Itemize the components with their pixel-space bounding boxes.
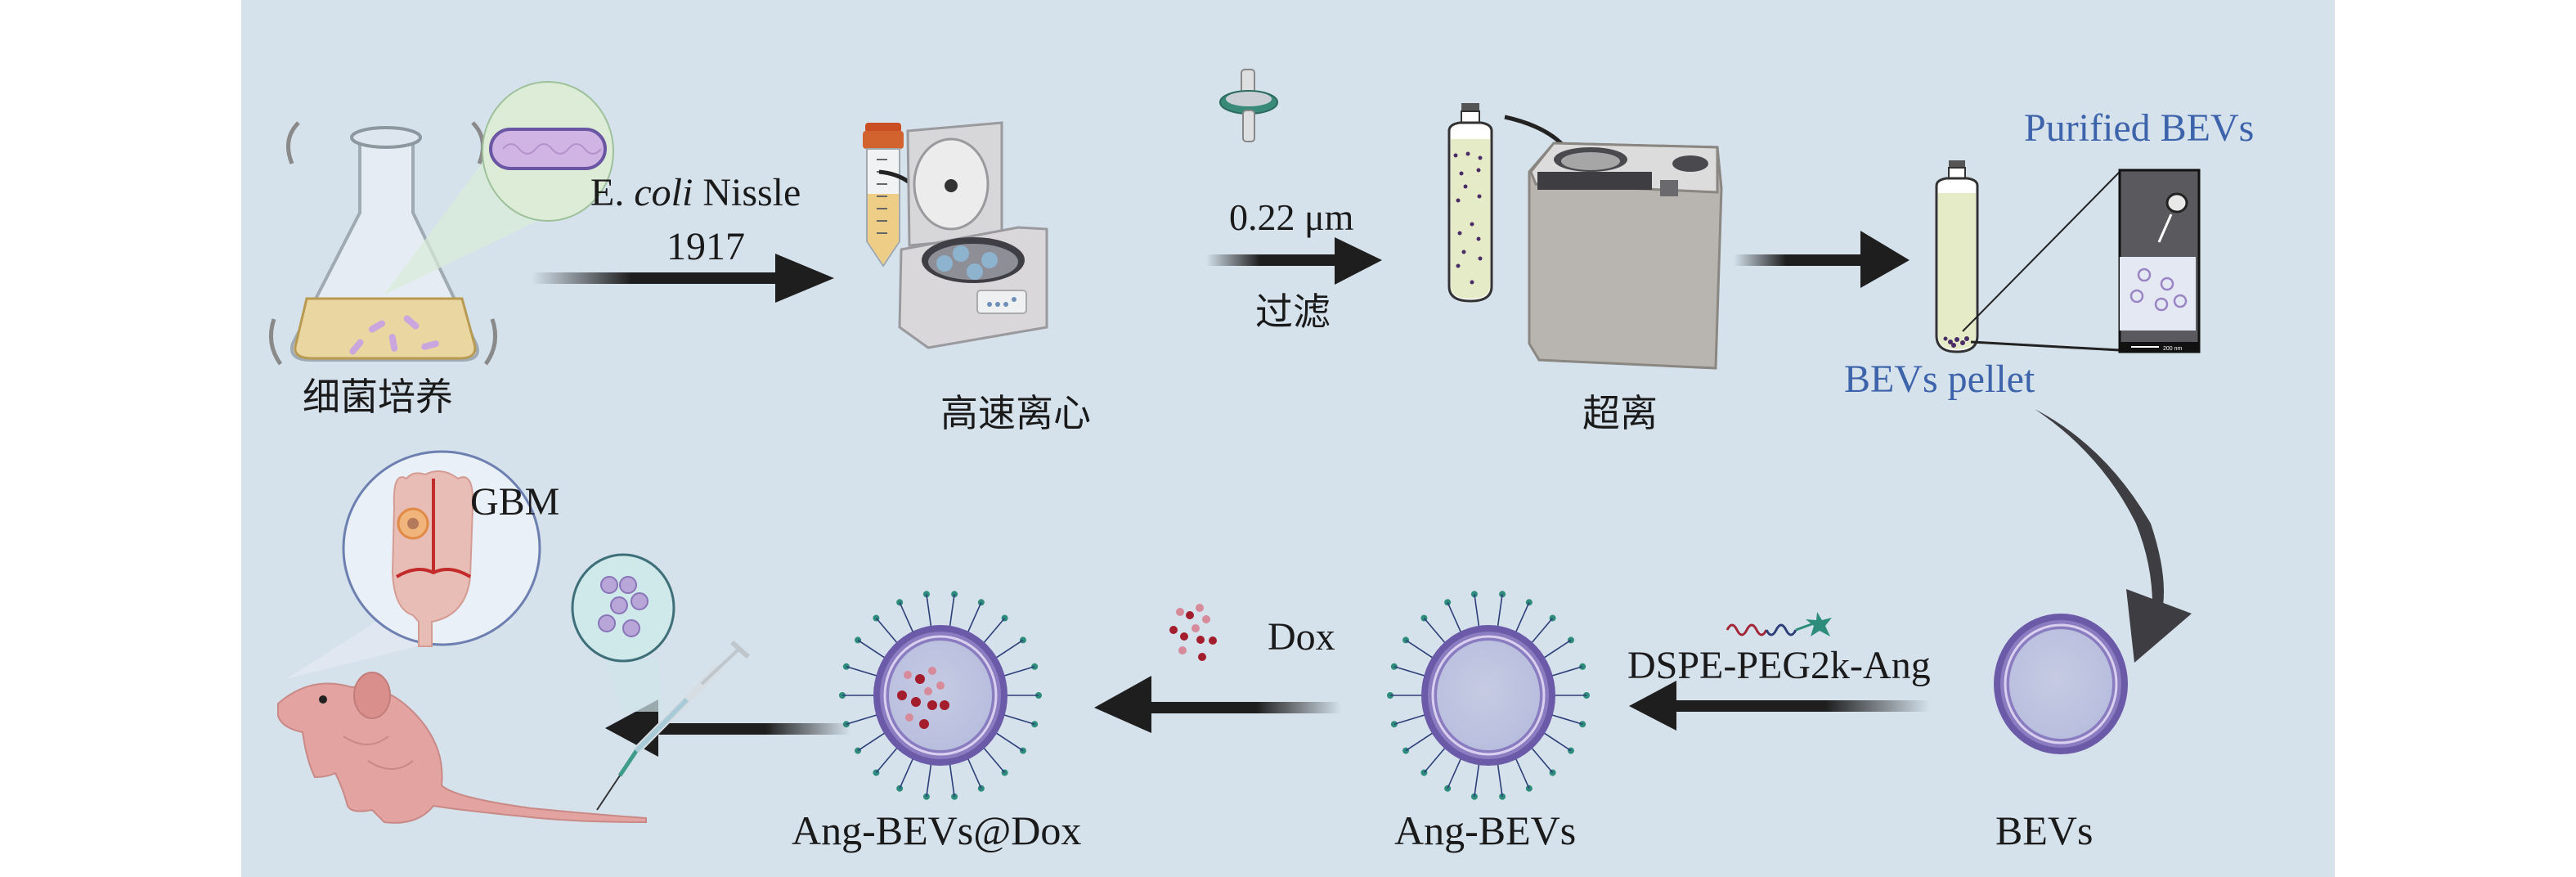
strain-suffix: Nissle — [693, 171, 801, 214]
nude-mouse-icon — [277, 672, 647, 824]
dox-molecules-icon — [1169, 604, 1217, 661]
label-bacterial-culture: 细菌培养 — [303, 375, 453, 419]
label-ang-bevs: Ang-BEVs — [1394, 807, 1577, 853]
arrow-filtration — [1206, 237, 1382, 285]
label-strain-number: 1917 — [666, 225, 745, 268]
peg-chain — [967, 758, 982, 789]
ang-bevs-dox-vesicle-icon — [839, 591, 1042, 800]
peg-chain — [1003, 666, 1035, 677]
peg-chain — [1003, 713, 1035, 725]
peg-chain — [1551, 713, 1583, 725]
peg-chain — [967, 601, 982, 633]
peg-chain — [1405, 639, 1434, 659]
peg-chain — [846, 713, 878, 725]
syringe-filter-icon — [1219, 69, 1278, 142]
strain-species-italic: coli — [634, 171, 693, 214]
peg-chain — [994, 731, 1024, 752]
label-ultracentrifugation: 超离 — [1582, 391, 1658, 435]
peg-chain — [846, 666, 878, 677]
peg-chain — [1423, 618, 1447, 645]
bacterium-zoom-icon — [384, 81, 614, 295]
label-dspe-peg2k-ang: DSPE-PEG2k-Ang — [1627, 644, 1931, 687]
bevs-vesicle-icon — [1994, 614, 2128, 754]
syringe-icon — [596, 640, 751, 811]
inset-zoom-line-bottom — [1970, 340, 2120, 352]
peg-chain — [899, 601, 914, 633]
peg-chain — [1497, 594, 1503, 627]
label-high-speed-centrifugation: 高速离心 — [940, 391, 1091, 435]
peg-chain — [994, 639, 1024, 659]
peg-chain — [1497, 763, 1503, 797]
peg-chain — [1542, 639, 1572, 659]
ultracentrifuge-tube-icon — [1447, 103, 1493, 303]
peg-chain — [1530, 746, 1554, 773]
arrow-modification — [1629, 681, 1930, 731]
peg-chain — [949, 763, 955, 797]
arrow-ultracentrifugation — [1734, 231, 1910, 288]
peg-chain — [875, 618, 899, 645]
peg-chain — [949, 594, 955, 627]
label-bevs: BEVs — [1995, 807, 2094, 853]
label-filter-pore-size: 0.22 μm — [1229, 196, 1354, 238]
label-bevs-pellet: BEVs pellet — [1844, 358, 2035, 401]
ultracentrifuge-icon — [1528, 142, 1723, 370]
brain-tumor-zoom-icon — [286, 450, 541, 679]
peg-chain — [1405, 731, 1434, 752]
inset-zoom-line-top — [1962, 171, 2120, 332]
peg-chain — [1530, 618, 1554, 645]
peg-chain — [1393, 666, 1426, 677]
label-dox: Dox — [1268, 615, 1335, 659]
peg-chain — [982, 746, 1006, 773]
peg-chain — [1474, 594, 1480, 627]
injected-vesicles-zoom-icon — [571, 553, 675, 712]
label-filtration: 过滤 — [1255, 290, 1331, 334]
shaking-flask-icon — [268, 121, 498, 366]
peg-chain — [875, 746, 899, 773]
label-purified-bevs: Purified BEVs — [2024, 106, 2255, 150]
label-gbm: GBM — [470, 480, 560, 524]
peg-chain — [982, 618, 1006, 645]
peg-chain — [1447, 601, 1462, 633]
strain-prefix: E. — [590, 171, 635, 214]
peg-chain — [899, 758, 914, 789]
peg-chain — [1542, 731, 1572, 752]
bevs-pellet-tube-icon — [1935, 160, 1979, 353]
dspe-peg-ang-molecule-icon — [1726, 612, 1832, 636]
peg-chain — [1515, 758, 1530, 789]
tem-image-inset — [2118, 169, 2201, 353]
peg-chain — [857, 639, 886, 659]
centrifuge-icon — [898, 121, 1048, 349]
peg-chain — [1423, 746, 1447, 773]
peg-chain — [1474, 763, 1480, 797]
peg-chain — [1393, 713, 1426, 725]
label-strain-name: E. coli Nissle — [590, 173, 801, 213]
ang-bevs-vesicle-icon — [1387, 591, 1590, 800]
curved-arrow-to-bevs — [2035, 409, 2192, 663]
arrow-culture-to-centrifuge — [532, 254, 834, 303]
scale-bar-label: 200 nm — [2163, 346, 2183, 352]
peg-chain — [1447, 758, 1462, 789]
label-ang-bevs-dox: Ang-BEVs@Dox — [792, 807, 1082, 853]
peg-chain — [926, 594, 932, 627]
peg-chain — [857, 731, 886, 752]
peg-chain — [1515, 601, 1530, 633]
falcon-tube-icon — [863, 123, 904, 268]
peg-chain — [926, 763, 932, 797]
peg-chain — [1551, 666, 1583, 677]
arrow-drug-loading — [1094, 676, 1341, 733]
